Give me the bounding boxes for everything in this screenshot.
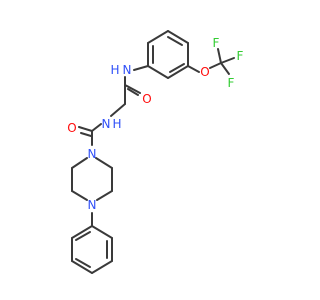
bond [96, 190, 113, 201]
piperazine-ring [71, 157, 113, 201]
bond [71, 225, 93, 239]
bond [167, 65, 189, 79]
trifluoromethoxyphenyl-ring [147, 30, 189, 79]
atom-labels: F F F O N H O N H O N N [67, 36, 243, 212]
bond-aromatic-inner [75, 231, 91, 241]
bond [127, 88, 139, 96]
bond-aromatic-inner [169, 63, 185, 73]
bond [78, 126, 93, 132]
bond [110, 103, 126, 117]
urea-oxygen-label: O [67, 121, 76, 135]
ether-oxygen-label: O [200, 65, 209, 79]
amide-hydrogen-label: H [110, 63, 119, 77]
bond [91, 260, 113, 274]
bond [124, 84, 141, 94]
carbonyl-oxygen-label: O [142, 92, 151, 106]
bond [217, 48, 222, 64]
bond [71, 157, 88, 169]
urea-nitrogen-label: N [102, 117, 111, 131]
bond [91, 225, 113, 239]
fluorine-label: F [213, 36, 220, 50]
bond [71, 190, 88, 201]
bond [187, 65, 200, 73]
bond [220, 62, 230, 75]
phenyl-ring [71, 225, 113, 274]
bond-aromatic-inner [75, 258, 91, 268]
urea-hydrogen-label: H [112, 117, 121, 131]
piperazine-nitrogen-label: N [88, 147, 97, 161]
trifluoromethoxy-group [187, 48, 235, 75]
bond [95, 157, 113, 169]
amide-linker [110, 65, 149, 117]
bond [167, 30, 189, 44]
fluorine-label: F [237, 49, 244, 63]
amide-nitrogen-label: N [123, 63, 132, 77]
urea-group [78, 123, 102, 146]
bond [147, 65, 169, 79]
bond [71, 260, 93, 274]
bond [220, 57, 235, 64]
piperazine-nitrogen-label: N [88, 198, 97, 212]
fluorine-label: F [228, 76, 235, 90]
bond-aromatic-inner [167, 36, 183, 46]
bond [91, 123, 102, 132]
molecule-structure: F F F O N H O N H O N N [67, 30, 244, 274]
bond [209, 62, 222, 69]
bond [80, 132, 92, 137]
bond [133, 65, 149, 71]
bond [147, 30, 169, 44]
